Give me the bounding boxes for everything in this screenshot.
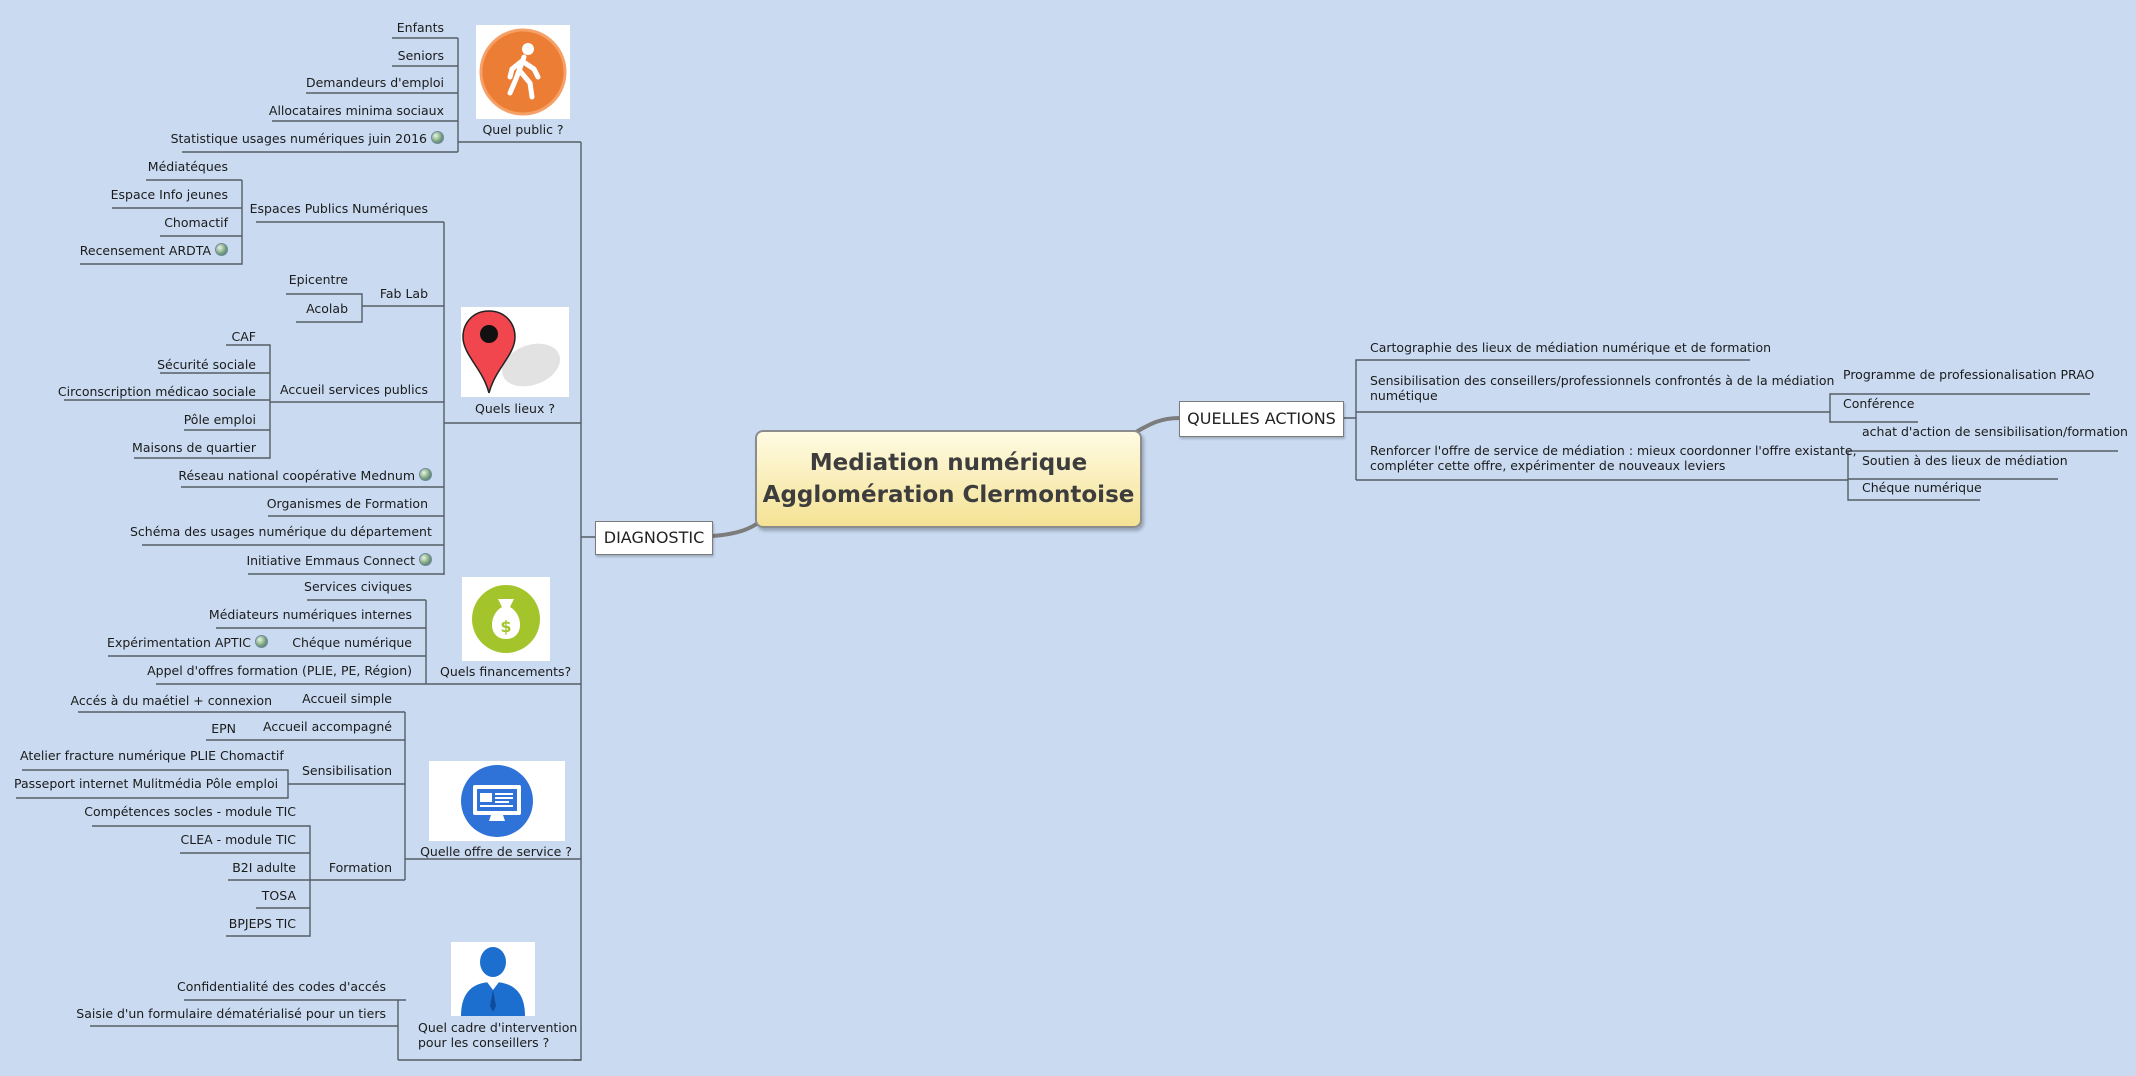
public-item-allocataires[interactable]: Allocataires minima sociaux — [268, 103, 444, 118]
fin-item-services-civiques[interactable]: Services civiques — [304, 579, 412, 594]
aptic-label: Expérimentation APTIC — [107, 635, 251, 650]
fin-item-mediateurs[interactable]: Médiateurs numériques internes — [208, 607, 412, 622]
cadre-label-line2: pour les conseillers ? — [418, 1035, 550, 1050]
fablab-item-acolab[interactable]: Acolab — [306, 301, 348, 316]
offre-epn[interactable]: EPN — [211, 721, 236, 736]
offre-atelier-fracture[interactable]: Atelier fracture numérique PLIE Chomacti… — [20, 748, 284, 763]
action-achat-sensibilisation[interactable]: achat d'action de sensibilisation/format… — [1862, 424, 2128, 439]
epn-label[interactable]: Espaces Publics Numériques — [249, 201, 428, 216]
central-title-line1: Mediation numérique — [809, 450, 1088, 476]
public-item-demandeurs[interactable]: Demandeurs d'emploi — [305, 75, 444, 90]
diagnostic-topic[interactable]: DIAGNOSTIC — [595, 521, 713, 555]
formation-item-bpjeps[interactable]: BPJEPS TIC — [228, 916, 296, 931]
epn-item-mediateques[interactable]: Médiatéques — [147, 159, 228, 174]
action-prao[interactable]: Programme de professionalisation PRAO — [1843, 367, 2095, 382]
offre-passeport-internet[interactable]: Passeport internet Mulitmédia Pôle emplo… — [14, 776, 279, 791]
epn-item-ardta[interactable]: Recensement ARDTA — [70, 243, 228, 258]
financements-label[interactable]: Quels financements? — [440, 664, 572, 679]
public-label[interactable]: Quel public ? — [482, 122, 564, 137]
web-link-icon[interactable] — [419, 468, 432, 481]
formation-item-competences[interactable]: Compétences socles - module TIC — [84, 804, 296, 819]
offre-sensibilisation[interactable]: Sensibilisation — [301, 763, 392, 778]
web-link-icon[interactable] — [215, 243, 228, 256]
epn-item-info-jeunes[interactable]: Espace Info jeunes — [110, 187, 228, 202]
services-item-caf[interactable]: CAF — [231, 329, 256, 344]
offre-accueil-simple[interactable]: Accueil simple — [302, 691, 392, 706]
fablab-label[interactable]: Fab Lab — [379, 286, 428, 301]
formation-item-b2i[interactable]: B2I adulte — [232, 860, 296, 875]
action-conference[interactable]: Conférence — [1843, 396, 1915, 411]
emmaus-label: Initiative Emmaus Connect — [246, 553, 415, 568]
cadre-item-confidentialite[interactable]: Confidentialité des codes d'accés — [177, 979, 386, 994]
ardta-label: Recensement ARDTA — [79, 243, 211, 258]
action-cheque-numerique[interactable]: Chéque numérique — [1862, 480, 1982, 495]
services-item-securite[interactable]: Sécurité sociale — [157, 357, 256, 372]
central-title-line2: Agglomération Clermontoise — [762, 482, 1135, 508]
action-sensibilisation-line1: Sensibilisation des conseillers/professi… — [1370, 373, 1835, 388]
diagnostic-label: DIAGNOSTIC — [603, 528, 705, 547]
advisor-person-icon — [451, 942, 535, 1016]
cadre-label[interactable]: Quel cadre d'intervention pour les conse… — [418, 1020, 578, 1050]
lieux-item-mednum[interactable]: Réseau national coopérative Mednum — [150, 468, 432, 483]
public-item-statistique[interactable]: Statistique usages numériques juin 2016 — [150, 131, 444, 146]
offre-acces-materiel[interactable]: Accés à du maétiel + connexion — [70, 693, 272, 708]
offre-accueil-accompagne[interactable]: Accueil accompagné — [263, 719, 392, 734]
pedestrian-icon — [476, 25, 570, 119]
action-renforcer-line2: compléter cette offre, expérimenter de n… — [1370, 458, 1726, 473]
action-renforcer[interactable]: Renforcer l'offre de service de médiatio… — [1370, 443, 1857, 473]
public-item-seniors[interactable]: Seniors — [397, 48, 444, 63]
action-renforcer-line1: Renforcer l'offre de service de médiatio… — [1370, 443, 1857, 458]
actions-label: QUELLES ACTIONS — [1187, 409, 1336, 428]
action-soutien-lieux[interactable]: Soutien à des lieux de médiation — [1862, 453, 2068, 468]
web-link-icon[interactable] — [255, 635, 268, 648]
offre-formation[interactable]: Formation — [328, 860, 392, 875]
services-item-circonscription[interactable]: Circonscription médicao sociale — [57, 384, 256, 399]
formation-item-tosa[interactable]: TOSA — [261, 888, 296, 903]
fin-item-cheque[interactable]: Chéque numérique — [292, 635, 412, 650]
map-pin-icon — [461, 307, 569, 397]
fablab-item-epicentre[interactable]: Epicentre — [288, 272, 348, 287]
statistique-label: Statistique usages numériques juin 2016 — [170, 131, 427, 146]
lieux-item-schema[interactable]: Schéma des usages numérique du départeme… — [130, 524, 432, 539]
fin-item-aptic[interactable]: Expérimentation APTIC — [100, 635, 268, 650]
public-item-enfants[interactable]: Enfants — [396, 20, 444, 35]
fin-item-appel-offres[interactable]: Appel d'offres formation (PLIE, PE, Régi… — [147, 663, 412, 678]
action-sensibilisation[interactable]: Sensibilisation des conseillers/professi… — [1370, 373, 1835, 403]
mednum-label: Réseau national coopérative Mednum — [178, 468, 415, 483]
central-topic[interactable]: Mediation numérique Agglomération Clermo… — [755, 430, 1142, 528]
action-sensibilisation-line2: numétique — [1370, 388, 1438, 403]
services-item-pole-emploi[interactable]: Pôle emploi — [183, 412, 256, 427]
lieux-item-emmaus[interactable]: Initiative Emmaus Connect — [220, 553, 432, 568]
cadre-label-line1: Quel cadre d'intervention — [418, 1020, 578, 1035]
formation-item-clea[interactable]: CLEA - module TIC — [180, 832, 296, 847]
services-item-maisons[interactable]: Maisons de quartier — [132, 440, 256, 455]
web-link-icon[interactable] — [419, 553, 432, 566]
epn-item-chomactif[interactable]: Chomactif — [164, 215, 228, 230]
svg-text:$: $ — [500, 617, 511, 636]
lieux-item-organismes[interactable]: Organismes de Formation — [266, 496, 428, 511]
services-label[interactable]: Accueil services publics — [280, 382, 428, 397]
action-cartographie[interactable]: Cartographie des lieux de médiation numé… — [1370, 340, 1772, 355]
computer-screen-icon — [429, 761, 565, 841]
offre-label[interactable]: Quelle offre de service ? — [420, 844, 572, 859]
cadre-item-formulaire[interactable]: Saisie d'un formulaire dématérialisé pou… — [76, 1006, 386, 1021]
money-bag-icon: $ — [462, 577, 550, 661]
actions-topic[interactable]: QUELLES ACTIONS — [1179, 401, 1344, 437]
web-link-icon[interactable] — [431, 131, 444, 144]
lieux-label[interactable]: Quels lieux ? — [475, 401, 555, 416]
